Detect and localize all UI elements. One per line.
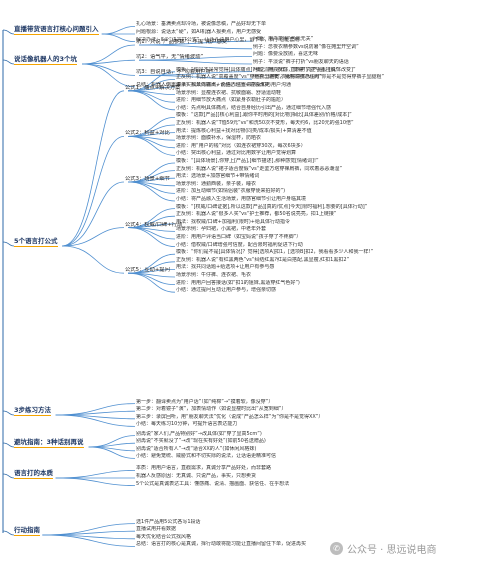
branch-5-title: 语言打的本质 xyxy=(14,469,53,479)
node-branches-4-children-2: 别再说“适合所有人”→改“适合XX的人”(如休闲风格妹) xyxy=(136,445,257,452)
node-branches-2-children-4-children-4: 进阶：用用户回答接话(如“扣1的姐妹,黑适穿红气色好”) xyxy=(176,279,300,286)
node-branches-0-children-2: 解决办法：5个“语言打公式”，让话孔语用户心里，留下单，新手也能套用 xyxy=(136,36,300,43)
node-branches-2-children-3-children-1: 正反例：机器人说“很多人买”vs“护士推荐，都50名说亮亮，扣1上链接” xyxy=(176,211,337,218)
node-branches-2-children-0-children-1: 正反例：机器人说“高覆盖度”vs“穿宿腰里拥宽，我用高腰遮住肉” xyxy=(176,74,322,81)
node-branches-0-children-0: 扎心场景：垂满卖点却冷场，被说像念稿，产品好却无下单 xyxy=(136,21,267,28)
watermark-text: 公众号 · 思远说电商 xyxy=(347,545,437,556)
node-branches-2-children-1-children-5: 小结：突出核心利益，通过对比用数字让用户觉得划算 xyxy=(176,150,297,157)
node-branches-1-children-1-children-0: 问题：像要没放抛，喜这无味 xyxy=(253,51,319,58)
node-branches-2-children-0-children-4: 进阶：用细节放大痛点（如紧身衣勒肚子的尴尬） xyxy=(176,97,287,104)
node-branches-2-children-4-children-2: 用法：找共同话题+给选项+让用户有参与感 xyxy=(176,264,275,271)
node-branches-2-children-2-children-2: 用法：选场景+加感官细节+带情绪词 xyxy=(176,173,260,180)
node-branches-3-children-1: 第二步：对着镜子“演”，加表情动作（如说显瘦时比出“从宽到细”） xyxy=(136,406,287,413)
branch-4-title: 避坑指南：3种话别再说 xyxy=(14,438,84,448)
node-branches-2-children-4: 公式5：互动+提问 xyxy=(125,267,170,274)
node-branches-1-children-2-children-1: 例子：硬推“衣服好洪买”vs问“你是不是觉得穿裤子显腿粗” xyxy=(253,74,384,81)
node-branches-2-children-3-children-5: 小结：借权威/口碑增强可信度，配合限时福利促进下行动 xyxy=(176,241,303,248)
node-branches-2-children-1: 公式2：利益+对比 xyxy=(125,130,170,137)
branch-0-title: 直播带货语言打核心问题引入 xyxy=(14,25,99,35)
node-branches-1-children-0-children-0: 问题：用户觉得“与我无关” xyxy=(253,36,314,43)
node-branches-2-children-1-children-3: 场景示例：面膜补水，保湿杯，防晒衣 xyxy=(176,135,262,142)
node-branches-1-children-1-children-1: 例子：平淡说“裤子打折”vs朋友聊天的语话 xyxy=(253,59,349,65)
node-branches-4-children-1: 别再说“不买就没了”→改“现在买有好处”(如前50名送赠品) xyxy=(136,438,266,445)
node-branches-2-children-2-children-5: 小结：将产品融入生活场景，用感官细节引让用户身临其境 xyxy=(176,196,307,202)
node-branches-4-children-0: 别再说“家人们,产品特别好”→改具体(如“穿了显高5cm”) xyxy=(136,430,262,437)
branch-1-title: 说话像机器人的3个坑 xyxy=(14,55,78,65)
node-branches-2-children-3-children-3: 场景示例：孕妇裙，小黑裙，中老年外套 xyxy=(176,226,267,233)
node-branches-2-children-2-children-0: 模板：“[具体场景],你穿上[产品],[细节描述],那种感觉[情绪词]!” xyxy=(176,158,319,164)
node-branches-2-children-1-children-0: 模板：“这款[产品][核心利益],跟你平时用的[对比物]相比[具体差别/价格/成… xyxy=(176,112,352,119)
node-branches-6-children-1: 直播试用并看数据 xyxy=(136,526,177,533)
node-branches-2-children-0-children-5: 小结：先点明具体痛点，结合自身经历引出产品，通过细节增强代入感 xyxy=(176,104,332,111)
node-branches-4-children-3: 小结：避免笼统、威胁式和不切实际的说法，让话语更精准可信 xyxy=(136,453,277,460)
node-branches-1-children-2-children-0: 问题：用户反感，觉得“只在乎我挂税” xyxy=(253,66,339,73)
node-branches-2-children-4-children-5: 小结：通过提问互动让用户参与，增强亲切感 xyxy=(176,287,277,294)
node-branches-2-children-1-children-4: 进阶：用“用户的钱”对比（如连衣裙穿30次，每次6块多） xyxy=(176,142,306,149)
node-branches-3-children-3: 小结：每天练习10分钟，可提升语言表达能力 xyxy=(136,421,238,428)
branch-2-title: 5个语言打公式 xyxy=(14,237,58,247)
node-branches-3-children-2: 第三步：录屏回听，用“朋友聊天法”优化（说成“产品怎么样”为“你是不是觉得XX”… xyxy=(136,413,324,420)
node-branches-2-children-0-children-2: 用法：找具体痛点+说自己经历+讲清改变 xyxy=(176,82,270,88)
wechat-icon: ✆ xyxy=(330,542,343,555)
node-branches-5-children-0: 本质：用用户语言，直戳需求，真诚分享产品好处，而非套路 xyxy=(136,465,272,472)
watermark: ✆ 公众号 · 思远说电商 xyxy=(330,541,437,556)
node-branches-2-children-3-children-4: 进阶：用用户评语当口碑（如宝妈说“孩子穿了不疼脚”） xyxy=(176,234,302,240)
node-branches-1-children-0-children-1: 例子：念夜衣精参数vs说防暑“像在摊里开空调” xyxy=(253,43,359,50)
node-branches-2-children-3: 公式4：权威/口碑+行动 xyxy=(125,221,183,228)
node-branches-1-children-1: 坑2：语气平，无“情绪波动” xyxy=(136,54,204,61)
node-branches-5-children-1: 机器人反感原因：无真诚、只说产品，事实，只想卖货 xyxy=(136,473,257,479)
node-branches-2-children-2-children-4: 进阶：加互动细节(如情侣装“衣服穿便来拍好的”) xyxy=(176,188,286,195)
node-branches-2-children-0: 公式1：痛点+解决方案 xyxy=(125,84,181,91)
node-branches-2-children-0-children-3: 场景示例：显瘦连衣裙、抗敏面霜、舒适运动鞋 xyxy=(176,89,282,96)
node-branches-3-children-0: 第一步：翻译卖点为“用户话”（如“纯棉”→“摸着软，像没穿”） xyxy=(136,398,274,405)
node-branches-2-children-2-children-3: 场景示例：通勤西装，亲子装，睡衣 xyxy=(176,180,257,187)
node-branches-2-children-0-children-0: 模板：“你是不是常觉得[具体痛点]?我之前也这样，直到用了[产品]，[具体改变]… xyxy=(176,66,356,73)
node-branches-2-children-3-children-0: 模板：“[权威/口碑证据],所以这款[产品][真的/优点]今天[限时福利],想要… xyxy=(176,203,368,210)
node-branches-6-children-2: 每天优化结合公式找风格 xyxy=(136,533,192,540)
node-branches-6-children-3: 总结：语言打的核心是真诚，择行动敢将能习能让直播间留住下单，促进再买 xyxy=(136,541,307,548)
node-branches-2-children-4-children-0: 模板：“你们是不是[具体情况]？觉得[选项A]扣1，[选项B]扣2，我看看多少人… xyxy=(176,249,374,256)
node-branches-6-children-0: 选1件产品用5公式各写1段话 xyxy=(136,518,201,525)
node-branches-2-children-4-children-3: 场景示例：牛仔裤、连衣裙、毛衣 xyxy=(176,272,252,278)
branch-3-title: 3步练习方法 xyxy=(14,406,52,416)
node-branches-2-children-1-children-1: 正反例：机器人说“T恤59元”vs“和洗50次不变形，每天约6，比20元的强10… xyxy=(176,120,354,126)
node-branches-0-children-1: 问题根源：说话太“硬”，如AI机器人报卖点，用户无感受 xyxy=(136,29,262,35)
node-branches-2-children-3-children-2: 用法：找权威/口碑+加福利(限时)+给具体行动指令 xyxy=(176,218,290,225)
node-branches-5-children-2: 5个公式是真诚表达工具：懂感痛、说清、描画面、获信任、在乎想法 xyxy=(136,480,290,487)
node-branches-2-children-2-children-1: 正反例：机器人说“裙子适合度假”vs“走鉴方塔穿裸肩裤，同欢着恶恶潮湿” xyxy=(176,165,342,172)
node-branches-2-children-1-children-2: 用法：提炼核心利益+找对比物(同类/成本/损失)+算清差不值 xyxy=(176,127,312,134)
node-branches-1-children-3: 总结：机器人倒重讲事实和单向输出，而语人注重讲感受和与用户沟通 xyxy=(136,81,292,88)
branch-6-title: 行动指南 xyxy=(14,526,40,536)
node-branches-2-children-2: 公式3：场景+细节 xyxy=(125,176,170,182)
node-branches-1-children-2: 坑3：自说自话，不“勾着用户听” xyxy=(136,69,214,76)
node-branches-2-children-4-children-1: 正反例：机器人说“有红黑两色”vs“纠结红黑?红是白搭配,黑显瘦,红扣1黑扣2” xyxy=(176,256,350,263)
node-branches-1-children-0: 坑1：只说“产品参数”，不提“用户感受” xyxy=(136,39,230,45)
